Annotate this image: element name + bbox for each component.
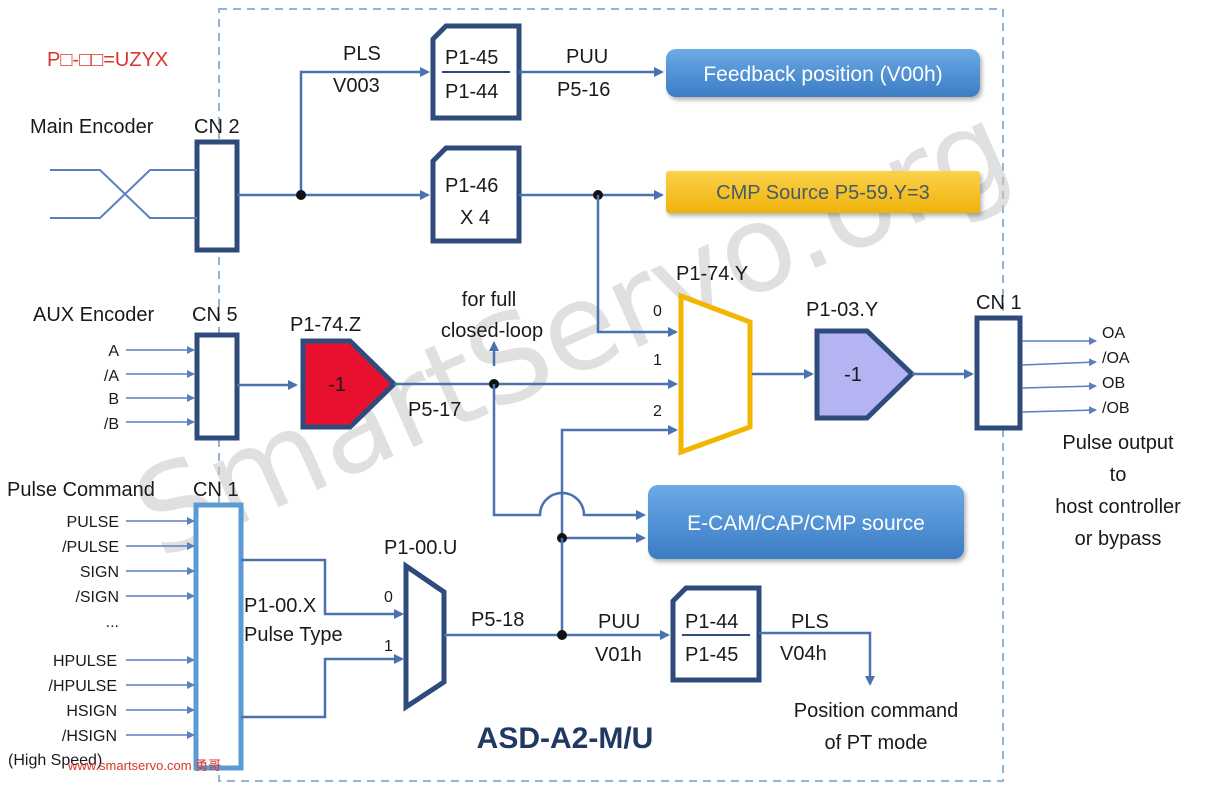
junction-dot	[296, 190, 306, 200]
mux-u-input: 0	[384, 589, 393, 606]
full-loop-label-2: closed-loop	[441, 320, 543, 342]
cn1-input-label: CN 1	[193, 479, 239, 501]
puu-label: PUU	[566, 46, 608, 68]
mux-y-input: 2	[653, 403, 662, 420]
p5-17-label: P5-17	[408, 399, 461, 421]
pls-cmd-label: PLS	[791, 611, 829, 633]
mux-u-input: 1	[384, 638, 393, 655]
aux-pin-list: A /A B /B	[104, 343, 195, 433]
position-command-label-1: Position command	[794, 700, 959, 722]
p1-74-z-label: P1-74.Z	[290, 314, 361, 336]
output-caption-line: or bypass	[1075, 528, 1162, 550]
negate-block-z	[300, 338, 398, 430]
mux-y-input: 0	[653, 303, 662, 320]
output-caption-line: host controller	[1055, 496, 1181, 518]
aux-pin: /B	[104, 416, 119, 433]
main-encoder-cable	[50, 169, 197, 219]
output-pin: OA	[1102, 325, 1125, 342]
aux-encoder-label: AUX Encoder	[33, 304, 155, 326]
gear-block-x4	[430, 145, 522, 244]
p1-00-u-label: P1-00.U	[384, 537, 457, 559]
cn5-label: CN 5	[192, 304, 238, 326]
cn1-output-connector	[974, 315, 1023, 431]
output-caption-line: Pulse output	[1062, 432, 1174, 454]
full-loop-label-1: for full	[462, 289, 516, 311]
pulse-pin: /SIGN	[75, 589, 119, 606]
cn2-label: CN 2	[194, 116, 240, 138]
pls-label: PLS	[343, 43, 381, 65]
aux-pin: A	[108, 343, 119, 360]
output-pin: /OA	[1102, 350, 1130, 367]
mux-y-input: 1	[653, 352, 662, 369]
v01h-label: V01h	[595, 644, 642, 666]
v04h-label: V04h	[780, 643, 827, 665]
puu-cmd-label: PUU	[598, 611, 640, 633]
mux-p1-74-y	[678, 292, 753, 456]
position-command-label-2: of PT mode	[824, 732, 927, 754]
parameter-format: P□-□□=UZYX	[47, 49, 168, 71]
pulse-pin: HSIGN	[66, 703, 117, 720]
p1-00-x-label: P1-00.X	[244, 595, 316, 617]
gear-cmd-numerator: P1-44	[685, 611, 738, 633]
output-pin-list: OA /OA OB /OB	[1021, 325, 1130, 417]
cmp-source-text: CMP Source P5-59.Y=3	[716, 182, 930, 204]
gear-numerator: P1-45	[445, 47, 498, 69]
pulse-pin: /PULSE	[62, 539, 119, 556]
negate-y-text: -1	[844, 364, 862, 386]
gear-x4-top: P1-46	[445, 175, 498, 197]
negate-z-text: -1	[328, 374, 346, 396]
output-caption-line: to	[1110, 464, 1127, 486]
output-pin: /OB	[1102, 400, 1130, 417]
feedback-position-target	[666, 49, 980, 97]
pulse-pin: SIGN	[80, 564, 119, 581]
p5-18-label: P5-18	[471, 609, 524, 631]
pulse-pin: ...	[106, 614, 119, 631]
v003-label: V003	[333, 75, 380, 97]
gear-cmd-denominator: P1-45	[685, 644, 738, 666]
cn1-output-label: CN 1	[976, 292, 1022, 314]
cmp-source-target	[666, 171, 980, 213]
aux-pin: /A	[104, 368, 119, 385]
junction-dot	[557, 630, 567, 640]
p5-16-label: P5-16	[557, 79, 610, 101]
gear-x4-bottom: X 4	[460, 207, 490, 229]
ecam-cap-cmp-text: E-CAM/CAP/CMP source	[687, 512, 925, 535]
footer-credit: www.smartservo.com 勇哥	[67, 758, 221, 773]
gear-denominator: P1-44	[445, 81, 498, 103]
pulse-pin: /HSIGN	[62, 728, 117, 745]
feedback-position-text: Feedback position (V00h)	[703, 63, 942, 86]
ecam-cap-cmp-target	[648, 485, 964, 559]
negate-block-y	[814, 328, 916, 421]
aux-pin: B	[108, 391, 119, 408]
p1-74-y-label: P1-74.Y	[676, 263, 748, 285]
model-name: ASD-A2-M/U	[477, 722, 654, 755]
pulse-pin: HPULSE	[53, 653, 117, 670]
main-encoder-label: Main Encoder	[30, 116, 154, 138]
output-pin: OB	[1102, 375, 1125, 392]
high-speed-note: (High Speed)	[8, 752, 102, 769]
mux-p1-00-u	[403, 561, 447, 712]
pulse-command-label: Pulse Command	[7, 479, 155, 501]
pulse-pin: PULSE	[67, 514, 119, 531]
cn2-connector	[194, 139, 240, 253]
cn5-connector	[194, 332, 240, 441]
p1-03-y-label: P1-03.Y	[806, 299, 878, 321]
pulse-type-label: Pulse Type	[244, 624, 343, 646]
cn1-input-connector	[193, 502, 244, 771]
pulse-pin: /HPULSE	[49, 678, 117, 695]
pulse-pin-list: PULSE /PULSE SIGN /SIGN ... HPULSE /HPUL…	[49, 514, 195, 745]
